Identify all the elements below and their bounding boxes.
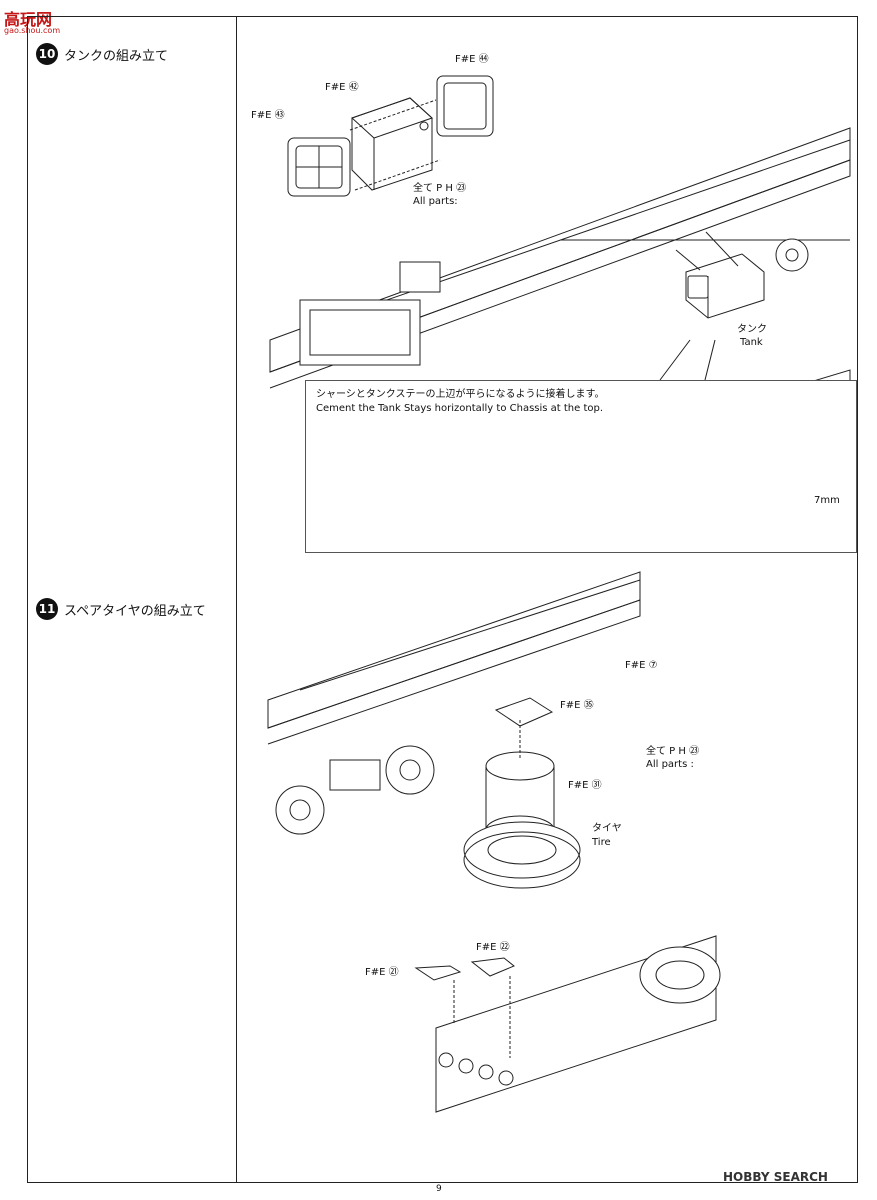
label-tire-jp: タイヤ bbox=[592, 823, 622, 834]
chassis-frame-11 bbox=[267, 571, 641, 835]
label-all-parts-jp-1: 全て P H ㉓ bbox=[413, 183, 467, 194]
column-divider bbox=[236, 16, 237, 1183]
tank-assembled-10 bbox=[685, 253, 765, 319]
step-11-header: 11 スペアタイヤの組み立て bbox=[36, 598, 206, 620]
label-all-parts-en-1: All parts: bbox=[413, 196, 458, 207]
page-number: 9 bbox=[436, 1184, 442, 1194]
rear-chassis bbox=[435, 935, 721, 1113]
spare-tire bbox=[463, 821, 581, 889]
chassis-frame-10 bbox=[269, 127, 851, 389]
tank-end-cap-43 bbox=[287, 137, 351, 197]
label-all-parts-jp-2: 全て P H ㉓ bbox=[646, 746, 700, 757]
note-text-jp: シャーシとタンクステーの上辺が平らになるように接着します。 bbox=[316, 389, 605, 400]
label-part-fe21: F#E ㉑ bbox=[365, 967, 399, 978]
note-text-en: Cement the Tank Stays horizontally to Ch… bbox=[316, 403, 604, 414]
site-logo-url: gao.shou.com bbox=[4, 26, 61, 35]
label-part-fe35: F#E ㉟ bbox=[560, 700, 594, 711]
label-tank-en: Tank bbox=[740, 337, 763, 348]
note-dimension: 7mm bbox=[814, 495, 840, 506]
label-part-fe22: F#E ㉒ bbox=[476, 942, 510, 953]
site-logo: 高玩网 bbox=[4, 10, 53, 29]
label-tire-en: Tire bbox=[592, 837, 611, 848]
label-part-fe42: F#E ㊷ bbox=[325, 82, 359, 93]
step-11-number: 11 bbox=[36, 598, 58, 620]
step-10-title: タンクの組み立て bbox=[64, 48, 169, 64]
hobby-search-watermark: HOBBY SEARCH bbox=[723, 1170, 828, 1184]
page-frame bbox=[27, 16, 858, 1183]
step-11-title: スペアタイヤの組み立て bbox=[64, 603, 206, 619]
label-tank-jp: タンク bbox=[737, 324, 767, 335]
label-part-fe44: F#E ㊹ bbox=[455, 54, 489, 65]
label-part-fe7: F#E ⑦ bbox=[625, 660, 658, 671]
label-part-fe31: F#E ㉛ bbox=[568, 780, 602, 791]
label-all-parts-en-2: All parts : bbox=[646, 759, 694, 770]
tank-end-cap-44 bbox=[436, 75, 494, 137]
spare-tire-bracket-35 bbox=[494, 697, 554, 727]
note-box: シャーシとタンクステーの上辺が平らになるように接着します。 Cement the… bbox=[305, 380, 857, 553]
tank-body-42 bbox=[351, 97, 433, 191]
label-part-fe43: F#E ㊸ bbox=[251, 110, 285, 121]
step-10-number: 10 bbox=[36, 43, 58, 65]
step-10-header: 10 タンクの組み立て bbox=[36, 43, 168, 65]
